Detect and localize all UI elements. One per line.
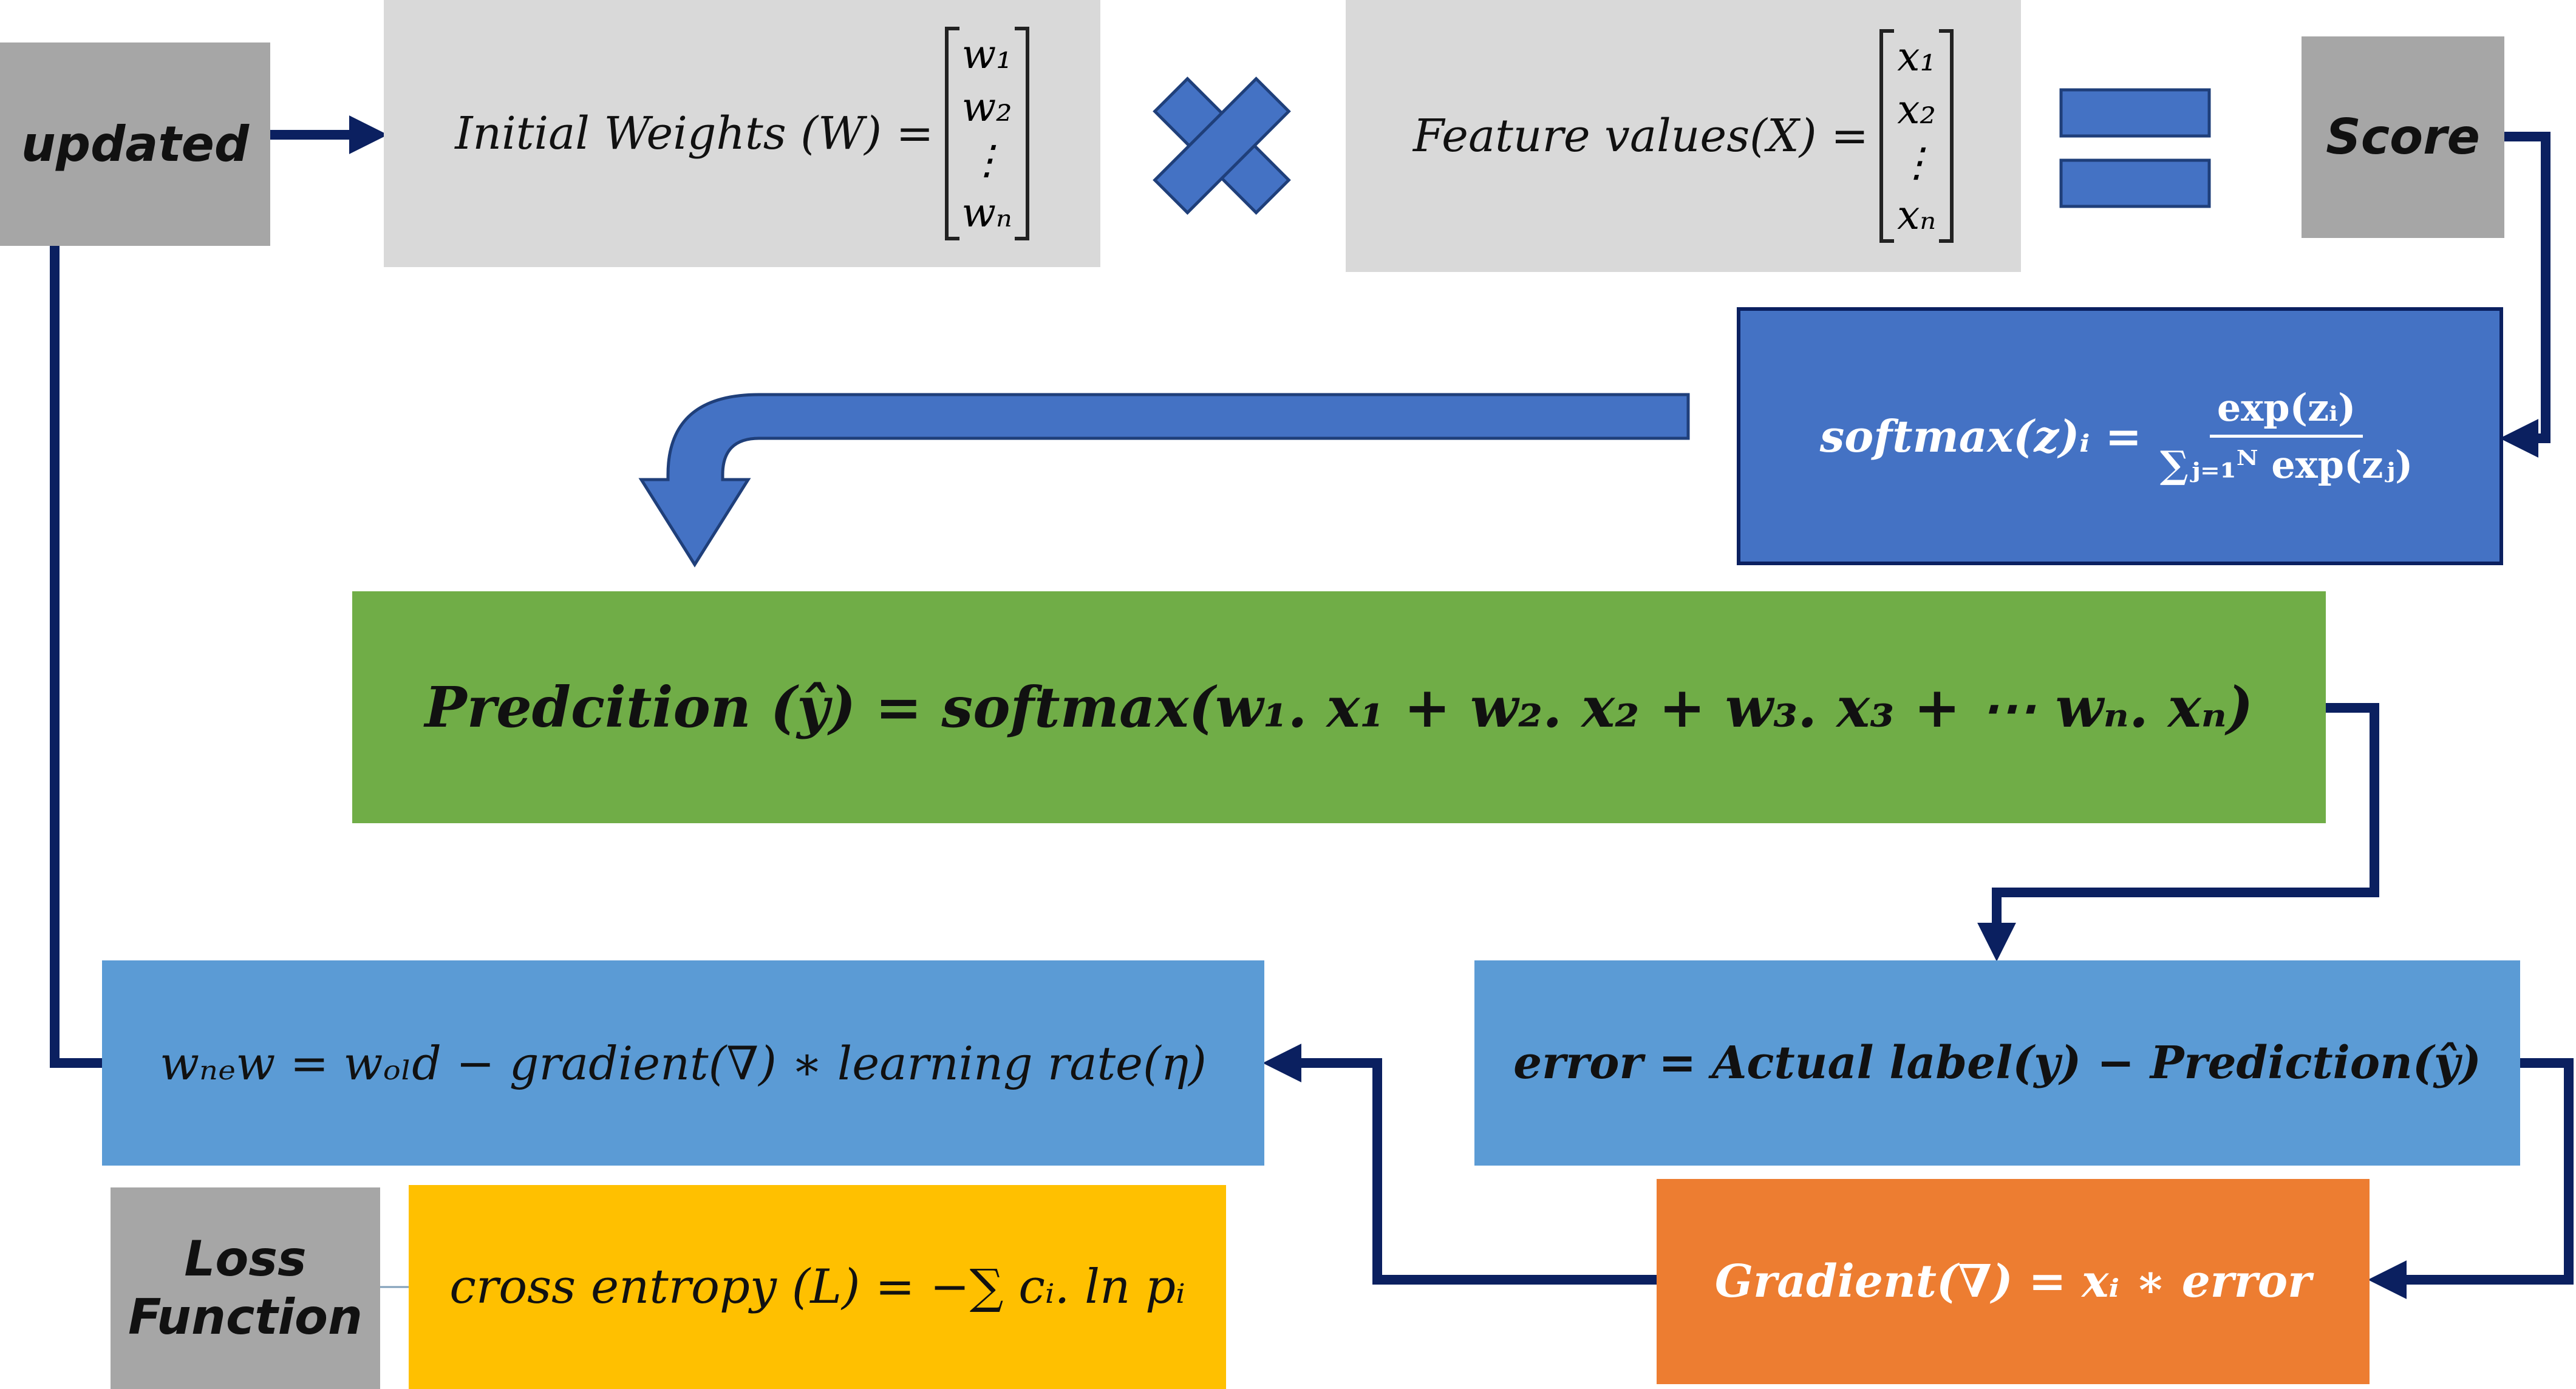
- weight-update-box: wₙₑw = wₒₗd − gradient(∇) ∗ learning rat…: [102, 960, 1264, 1166]
- softmax-lhs: softmax(z)ᵢ =: [1819, 410, 2142, 462]
- updated-box: updated: [0, 42, 270, 246]
- arrow-prediction-to-error: [1977, 703, 2379, 962]
- score-box: Score: [2302, 36, 2504, 238]
- multiply-icon: [1153, 76, 1291, 215]
- loss-function-box: Loss Function: [111, 1187, 380, 1389]
- loss-label-line2: Function: [128, 1289, 363, 1345]
- initial-weights-box: Initial Weights (W) = w₁ w₂ ⋮ wₙ: [384, 0, 1100, 267]
- weights-entry: wₙ: [961, 189, 1012, 237]
- updated-label: updated: [21, 115, 250, 172]
- equals-icon: [2059, 88, 2211, 208]
- arrow-update-to-updated: [50, 246, 102, 1068]
- weights-entry: ⋮: [967, 137, 1007, 183]
- features-entry: ⋮: [1896, 139, 1937, 186]
- feature-values-box: Feature values(X) = x₁ x₂ ⋮ xₙ: [1346, 0, 2021, 272]
- prediction-formula: Predcition (ŷ) = softmax(w₁. x₁ + w₂. x₂…: [424, 674, 2254, 740]
- softmax-box: softmax(z)ᵢ = exp(zᵢ) ∑ⱼ₌₁ᴺ exp(zⱼ): [1737, 307, 2503, 565]
- weight-update-formula: wₙₑw = wₒₗd − gradient(∇) ∗ learning rat…: [160, 1036, 1207, 1090]
- features-prefix: Feature values(X) =: [1412, 110, 1869, 162]
- features-entry: x₂: [1897, 86, 1936, 133]
- softmax-denominator: ∑ⱼ₌₁ᴺ exp(zⱼ): [2159, 443, 2413, 487]
- features-entry: xₙ: [1897, 192, 1937, 239]
- loss-label-line1: Loss: [184, 1231, 307, 1287]
- cross-entropy-formula: cross entropy (L) = −∑ cᵢ. ln pᵢ: [449, 1260, 1185, 1314]
- arrow-error-to-gradient: [2368, 1058, 2574, 1299]
- score-label: Score: [2326, 109, 2480, 165]
- features-entry: x₁: [1897, 33, 1936, 80]
- softmax-numerator: exp(zᵢ): [2209, 385, 2363, 438]
- loss-function-label: Loss Function: [128, 1230, 363, 1347]
- error-formula: error = Actual label(y) − Prediction(ŷ): [1513, 1037, 2481, 1089]
- gradient-formula: Gradient(∇) = xᵢ ∗ error: [1714, 1255, 2312, 1308]
- prediction-box: Predcition (ŷ) = softmax(w₁. x₁ + w₂. x₂…: [352, 591, 2326, 823]
- features-vector: x₁ x₂ ⋮ xₙ: [1879, 29, 1954, 243]
- cross-entropy-box: cross entropy (L) = −∑ cᵢ. ln pᵢ: [409, 1185, 1226, 1389]
- weights-prefix: Initial Weights (W) =: [455, 107, 934, 160]
- error-box: error = Actual label(y) − Prediction(ŷ): [1474, 960, 2520, 1166]
- arrow-score-to-softmax: [2499, 132, 2550, 458]
- weights-entry: w₂: [961, 83, 1012, 131]
- softmax-fraction: exp(zᵢ) ∑ⱼ₌₁ᴺ exp(zⱼ): [2153, 385, 2420, 487]
- gradient-box: Gradient(∇) = xᵢ ∗ error: [1657, 1179, 2370, 1384]
- weights-vector: w₁ w₂ ⋮ wₙ: [944, 26, 1029, 241]
- weights-entry: w₁: [961, 30, 1012, 78]
- curved-down-arrow-shape: [638, 393, 1690, 568]
- arrow-gradient-to-update: [1262, 1044, 1657, 1285]
